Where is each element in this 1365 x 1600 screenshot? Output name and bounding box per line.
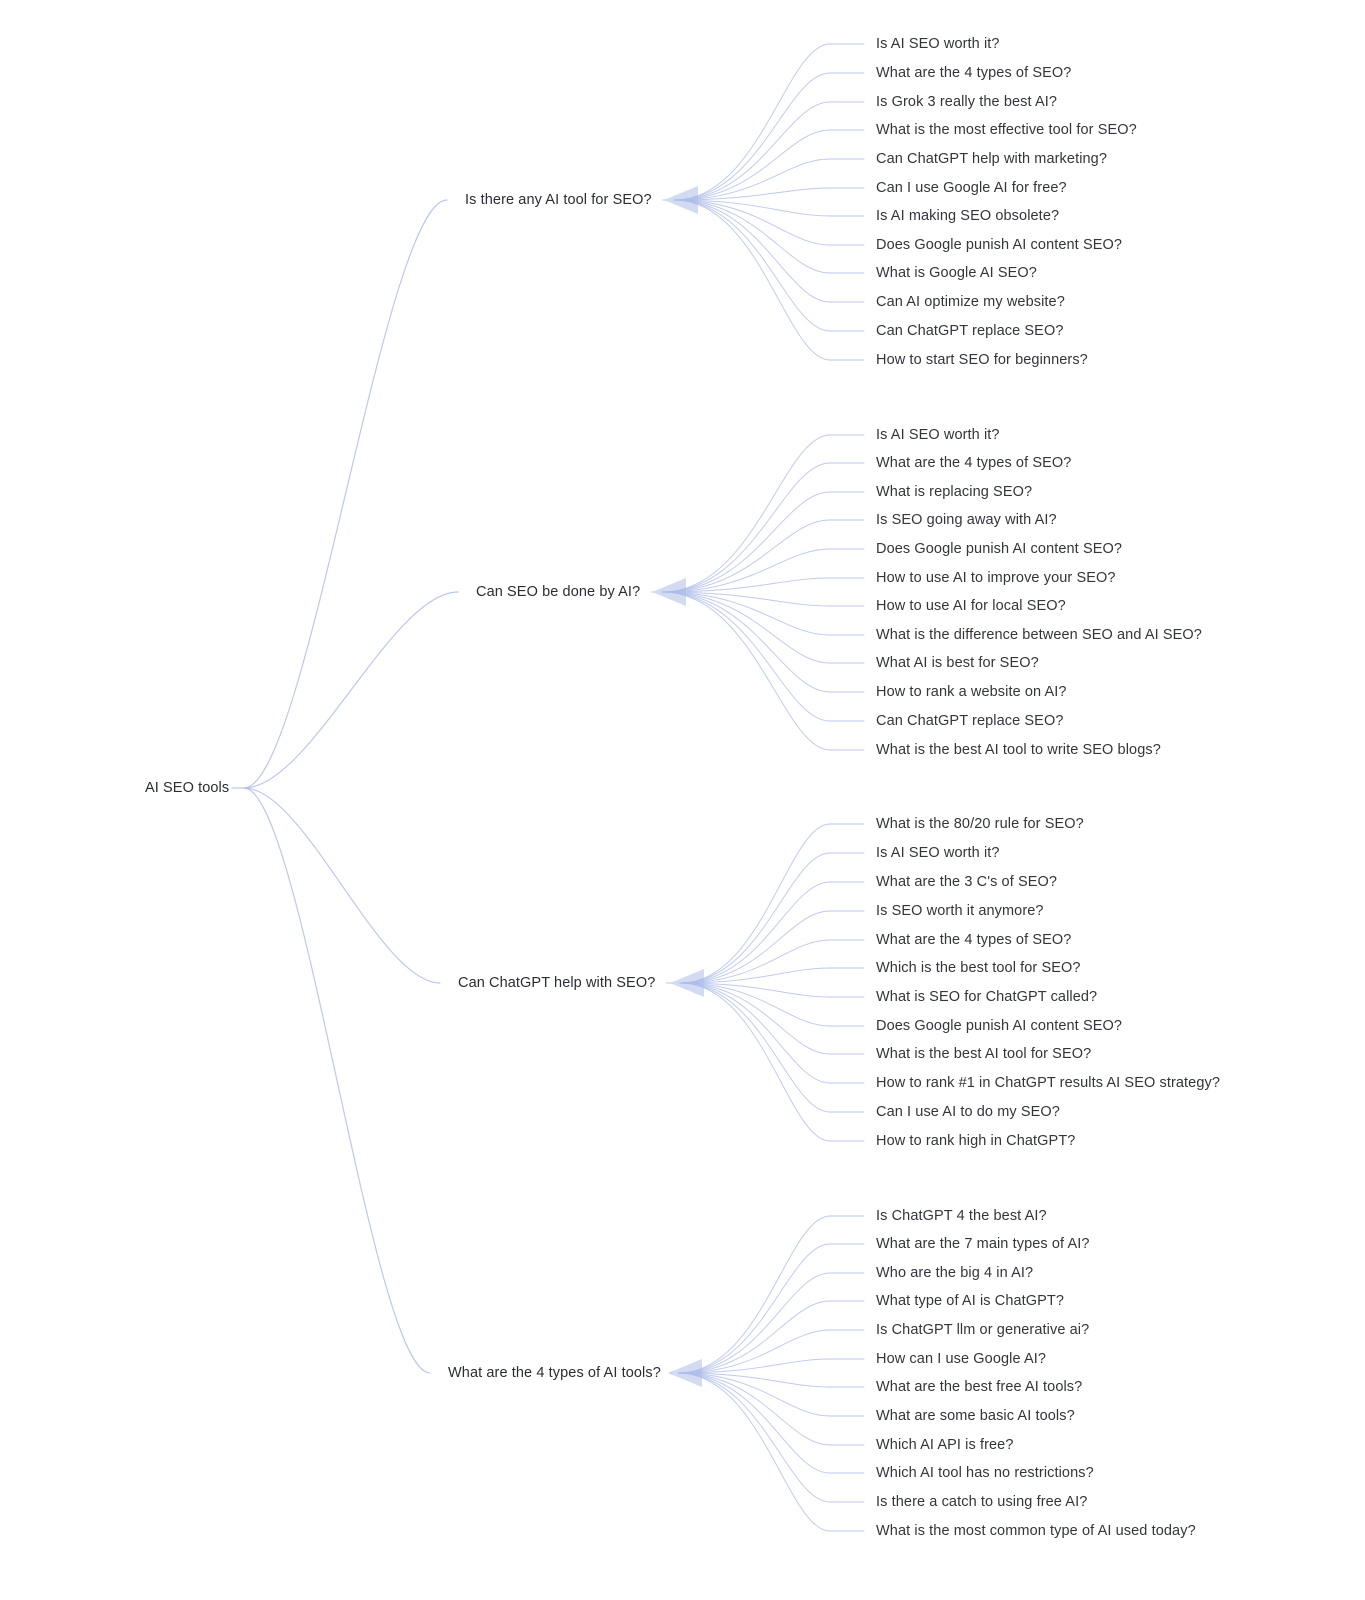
mind-map-leaf-node[interactable]: What is the best AI tool to write SEO bl… (876, 741, 1161, 758)
mind-map-leaf-node[interactable]: What is the best AI tool for SEO? (876, 1045, 1092, 1062)
mind-map-leaf-node[interactable]: Does Google punish AI content SEO? (876, 1017, 1123, 1034)
mind-map-branch-node-3[interactable]: Can ChatGPT help with SEO? (458, 974, 656, 991)
mind-map-leaf-node[interactable]: What are the 7 main types of AI? (876, 1235, 1090, 1252)
mind-map-leaf-node[interactable]: What is Google AI SEO? (876, 264, 1037, 281)
mind-map-leaf-node[interactable]: Which AI tool has no restrictions? (876, 1464, 1094, 1481)
mind-map-leaf-node[interactable]: Can ChatGPT replace SEO? (876, 712, 1064, 729)
mind-map-leaf-node[interactable]: Does Google punish AI content SEO? (876, 236, 1123, 253)
mind-map-leaf-node[interactable]: How to rank high in ChatGPT? (876, 1132, 1076, 1149)
mind-map-leaf-node[interactable]: How to start SEO for beginners? (876, 351, 1088, 368)
mind-map-leaf-node[interactable]: Which AI API is free? (876, 1436, 1014, 1453)
mind-map-leaf-node[interactable]: What are the 4 types of SEO? (876, 64, 1072, 81)
mind-map-leaf-node[interactable]: Does Google punish AI content SEO? (876, 540, 1123, 557)
mind-map-leaf-node[interactable]: Can I use Google AI for free? (876, 179, 1067, 196)
mind-map-leaf-node[interactable]: What are some basic AI tools? (876, 1407, 1075, 1424)
mind-map-branch-node-1[interactable]: Is there any AI tool for SEO? (465, 191, 652, 208)
mind-map-leaf-node[interactable]: What is the difference between SEO and A… (876, 626, 1202, 643)
mind-map-branch-node-4[interactable]: What are the 4 types of AI tools? (448, 1364, 661, 1381)
mind-map-leaf-node[interactable]: Is SEO worth it anymore? (876, 902, 1044, 919)
mind-map-leaf-node[interactable]: Can I use AI to do my SEO? (876, 1103, 1060, 1120)
mind-map-leaf-node[interactable]: How to rank #1 in ChatGPT results AI SEO… (876, 1074, 1221, 1091)
mind-map-leaf-node[interactable]: What AI is best for SEO? (876, 654, 1039, 671)
mind-map-leaf-node[interactable]: Which is the best tool for SEO? (876, 959, 1081, 976)
mind-map-leaf-node[interactable]: Is there a catch to using free AI? (876, 1493, 1088, 1510)
mind-map-leaf-node[interactable]: What are the best free AI tools? (876, 1378, 1083, 1395)
mind-map-leaf-node[interactable]: Is AI SEO worth it? (876, 426, 1000, 443)
mind-map-leaf-node[interactable]: How can I use Google AI? (876, 1350, 1047, 1367)
mind-map-leaf-node[interactable]: What are the 3 C's of SEO? (876, 873, 1058, 890)
mind-map-leaf-node[interactable]: How to use AI for local SEO? (876, 597, 1066, 614)
mind-map-leaf-node[interactable]: Is ChatGPT 4 the best AI? (876, 1207, 1047, 1224)
mind-map-root-node[interactable]: AI SEO tools (145, 779, 230, 796)
mind-map-leaf-node[interactable]: Is AI SEO worth it? (876, 35, 1000, 52)
mind-map-leaf-node[interactable]: How to use AI to improve your SEO? (876, 569, 1116, 586)
mind-map-leaf-node[interactable]: Is AI SEO worth it? (876, 844, 1000, 861)
mind-map-leaf-node[interactable]: Can ChatGPT help with marketing? (876, 150, 1108, 167)
mind-map-leaf-node[interactable]: What type of AI is ChatGPT? (876, 1292, 1065, 1309)
mind-map-leaf-node[interactable]: Can ChatGPT replace SEO? (876, 322, 1064, 339)
mind-map-leaf-node[interactable]: Who are the big 4 in AI? (876, 1264, 1034, 1281)
mind-map-leaf-node[interactable]: What is the most effective tool for SEO? (876, 121, 1137, 138)
mind-map-leaf-node[interactable]: How to rank a website on AI? (876, 683, 1067, 700)
mind-map-leaf-node[interactable]: What is SEO for ChatGPT called? (876, 988, 1098, 1005)
mind-map-leaf-node[interactable]: What is the most common type of AI used … (876, 1522, 1196, 1539)
mind-map-leaf-node[interactable]: Can AI optimize my website? (876, 293, 1065, 310)
mind-map-branch-node-2[interactable]: Can SEO be done by AI? (476, 583, 641, 600)
mind-map-leaf-node[interactable]: What are the 4 types of SEO? (876, 931, 1072, 948)
mind-map-leaf-node[interactable]: What are the 4 types of SEO? (876, 454, 1072, 471)
mind-map-leaf-node[interactable]: Is SEO going away with AI? (876, 511, 1057, 528)
mind-map-leaf-node[interactable]: What is the 80/20 rule for SEO? (876, 815, 1084, 832)
mind-map-leaf-node[interactable]: Is Grok 3 really the best AI? (876, 93, 1058, 110)
mind-map-leaf-node[interactable]: Is AI making SEO obsolete? (876, 207, 1060, 224)
mind-map-leaf-node[interactable]: What is replacing SEO? (876, 483, 1033, 500)
mind-map-leaf-node[interactable]: Is ChatGPT llm or generative ai? (876, 1321, 1090, 1338)
